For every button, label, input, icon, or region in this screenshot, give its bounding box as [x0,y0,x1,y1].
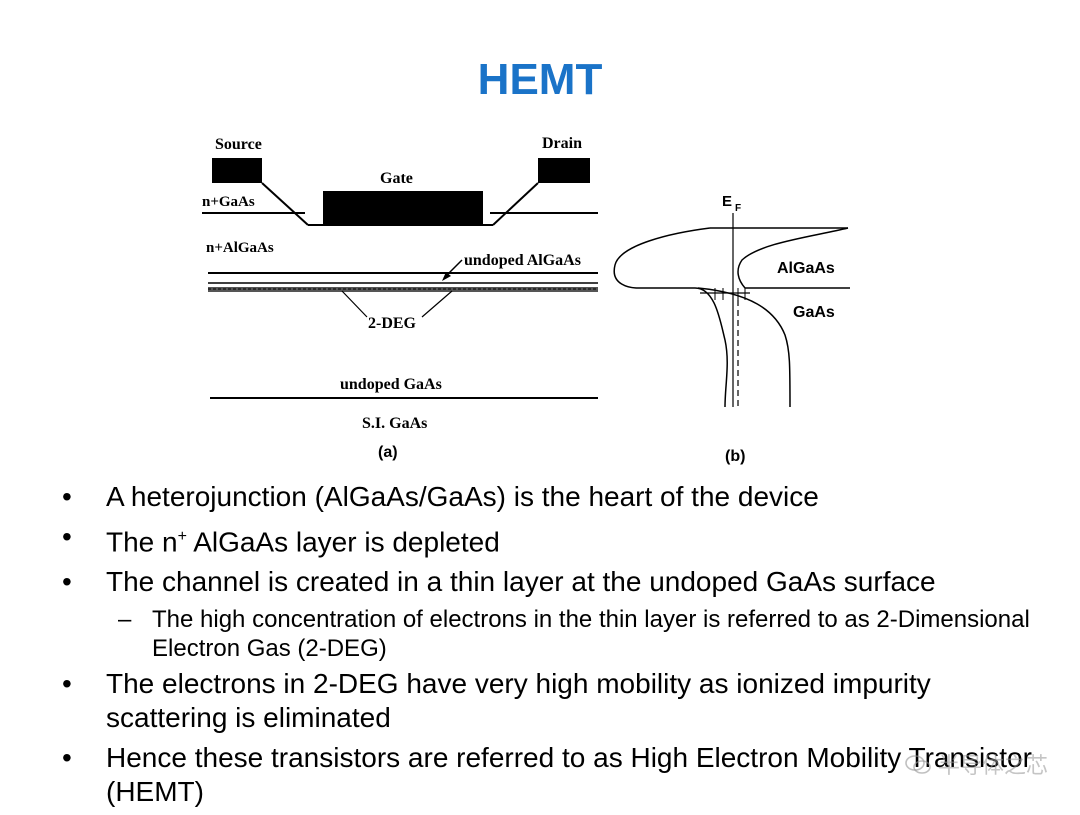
undoped-gaas-label: undoped GaAs [340,376,442,393]
valence-band [697,287,791,408]
band-diagram-b: E F AlGaAs GaAs (b) [613,193,850,465]
gaas-label: GaAs [793,304,835,321]
ef-label: E [722,193,732,210]
caption-b: (b) [725,448,745,465]
bullet-item: A heterojunction (AlGaAs/GaAs) is the he… [60,480,1050,514]
source-label: Source [215,136,262,153]
wechat-icon [905,755,931,774]
bullet-list: A heterojunction (AlGaAs/GaAs) is the he… [60,480,1050,815]
slide-title: HEMT [477,55,603,104]
drain-label: Drain [542,135,582,152]
bullet-item: The electrons in 2-DEG have very high mo… [60,667,1050,735]
watermark-text: 半导体之芯 [937,753,1048,778]
n-gaas-label: n+GaAs [202,194,255,210]
cross-section-a: Source Drain Gate n+GaAs n+AlGaAs undope… [202,135,598,461]
algaas-label: AlGaAs [777,260,835,277]
ef-subscript: F [735,203,741,214]
superscript-plus: + [177,528,187,545]
algaas-edge [737,227,850,289]
undoped-algaas-label: undoped AlGaAs [464,252,581,269]
two-deg-label: 2-DEG [368,315,417,332]
conduction-band [613,227,728,408]
hemt-figure: Source Drain Gate n+GaAs n+AlGaAs undope… [190,125,870,470]
bullet-item: Hence these transistors are referred to … [60,741,1050,809]
si-gaas-label: S.I. GaAs [362,415,427,432]
watermark: 半导体之芯 [904,748,1048,780]
gate-contact [323,191,483,225]
bullet-text: The n [106,526,178,558]
bullet-text: AlGaAs layer is depleted [186,526,500,558]
bullet-item: The n+ AlGaAs layer is depleted [60,520,1050,559]
gate-label: Gate [380,170,413,187]
source-contact [212,158,262,183]
drain-contact [538,158,590,183]
caption-a: (a) [378,444,398,461]
hemt-diagram: Source Drain Gate n+GaAs n+AlGaAs undope… [202,135,850,465]
sub-bullet-item: The high concentration of electrons in t… [60,605,1050,663]
bullet-item: The channel is created in a thin layer a… [60,565,1050,599]
n-algaas-label: n+AlGaAs [206,240,274,256]
